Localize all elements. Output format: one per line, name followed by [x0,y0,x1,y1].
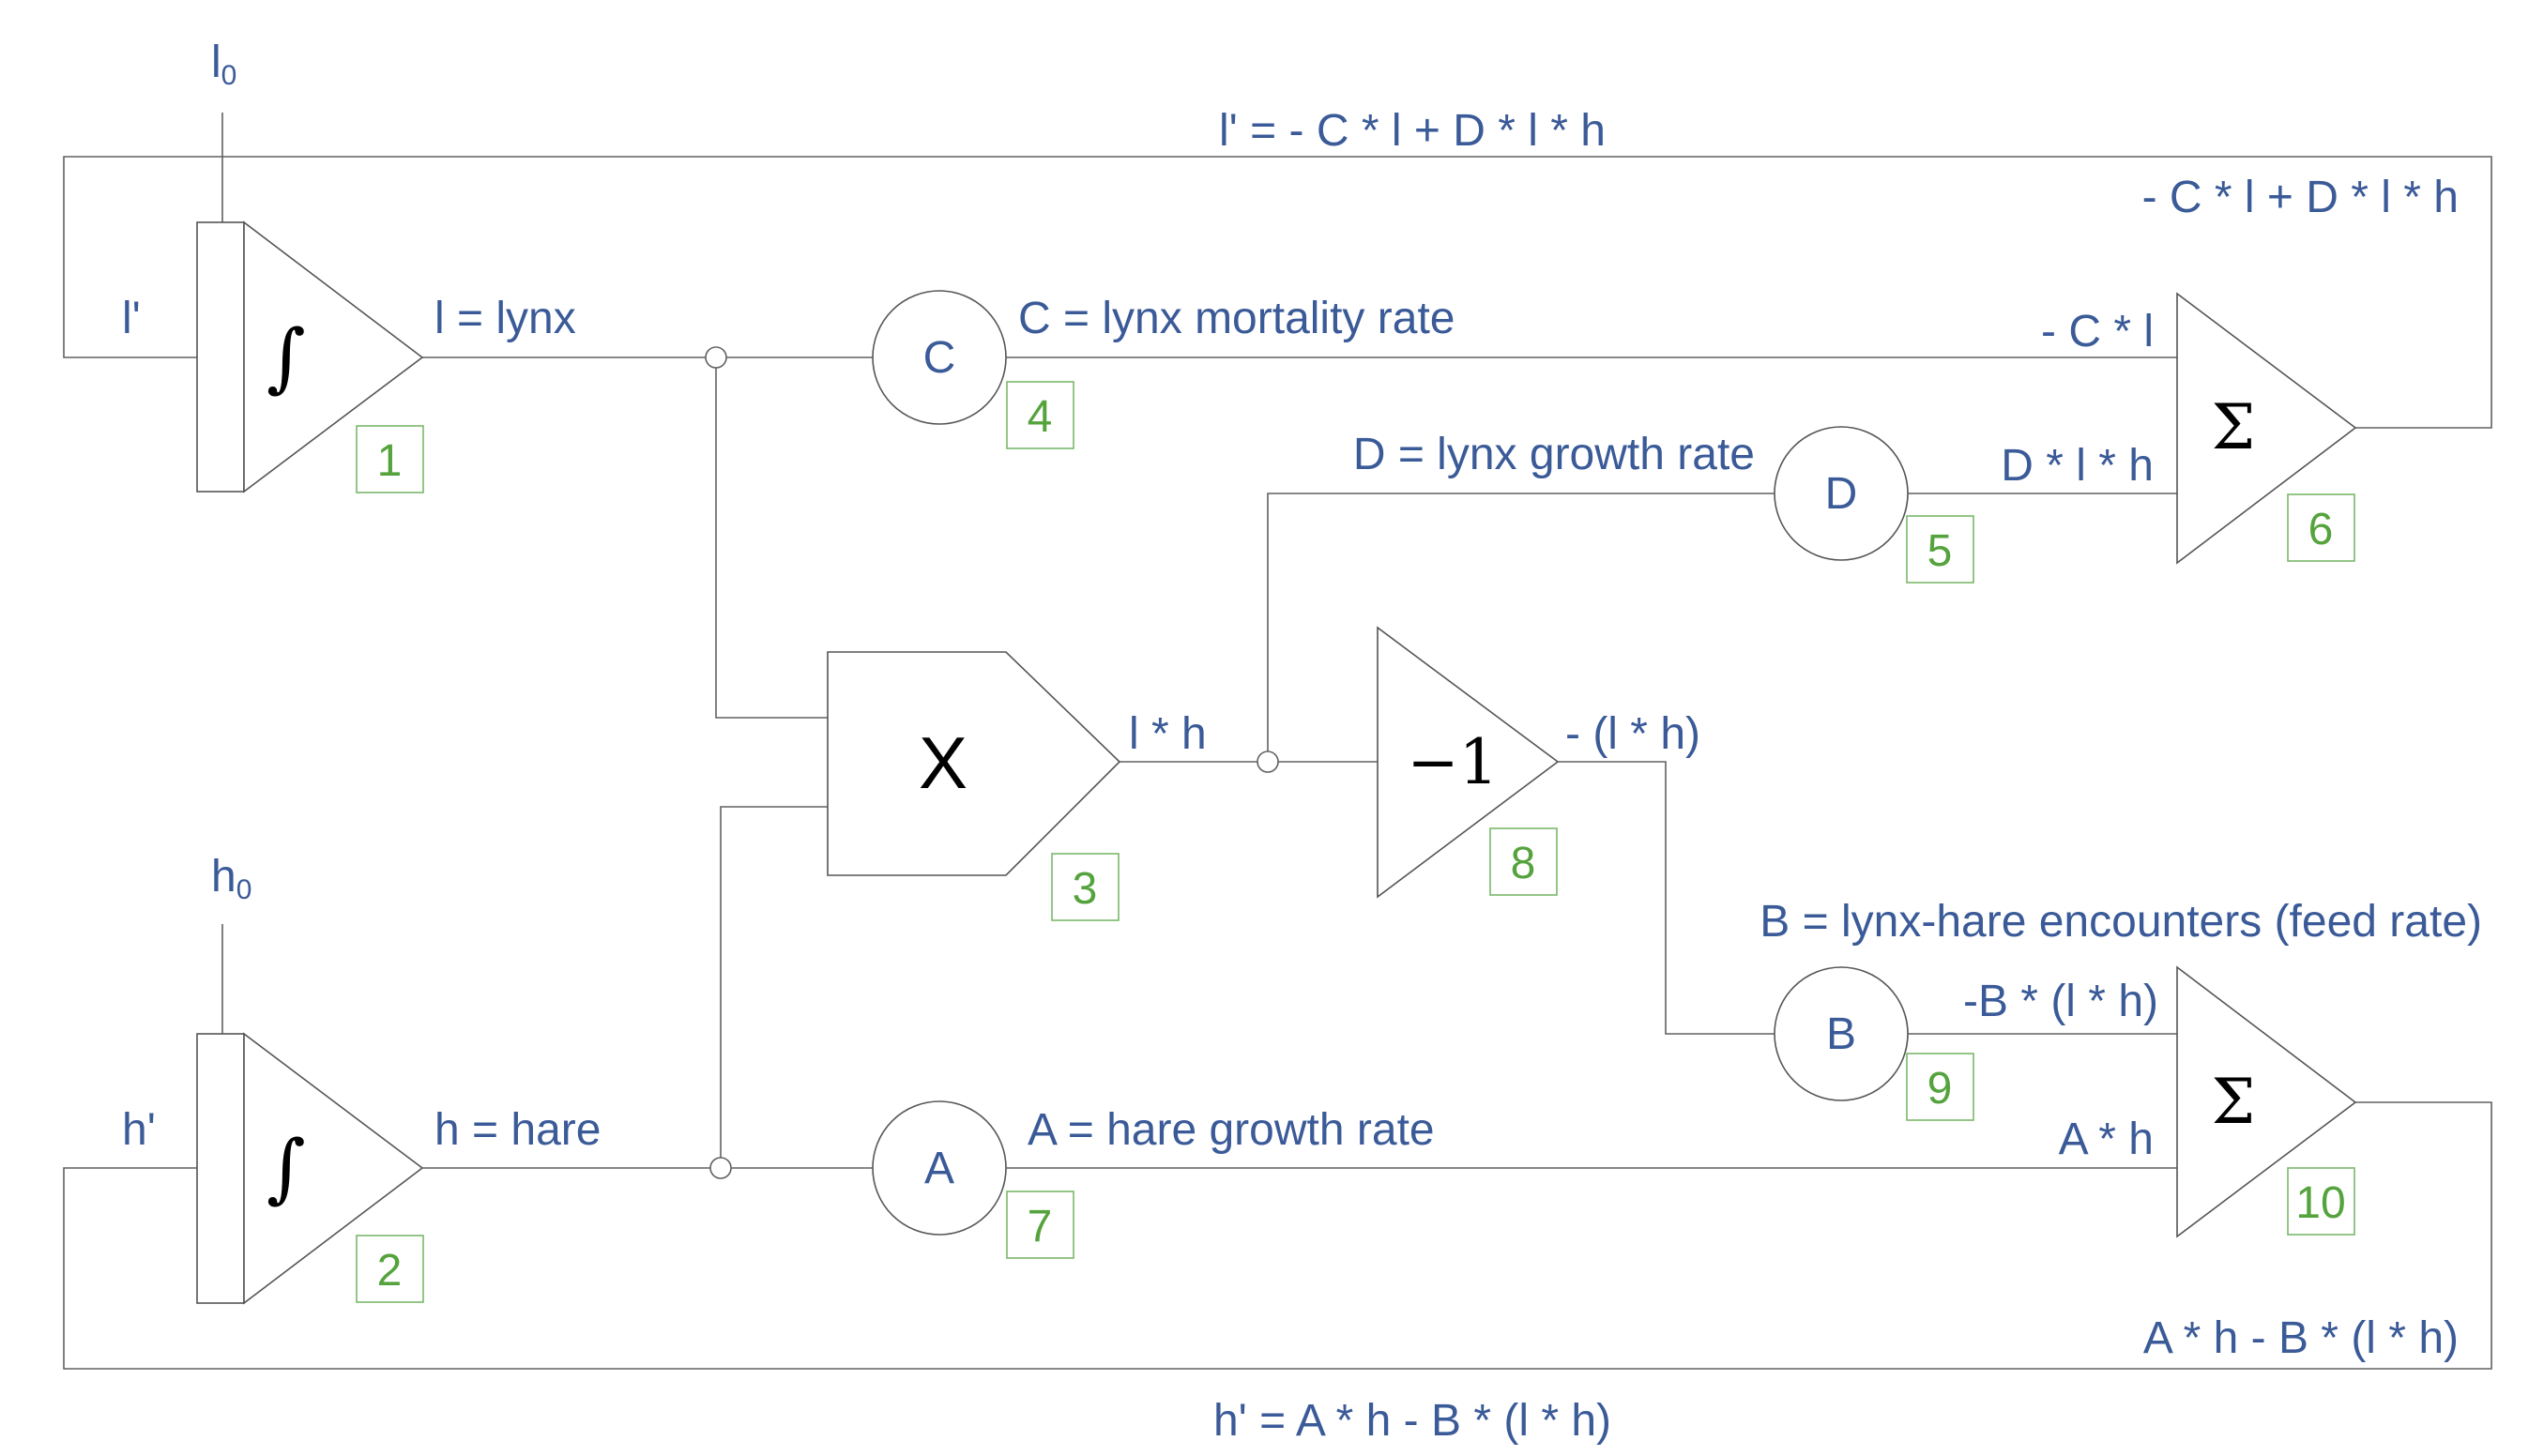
wire-lynx-feedback [63,156,2492,429]
negated-product-label: - (l * h) [1565,709,1700,759]
d-description-label: D = lynx growth rate [1353,430,1755,479]
labels: l0 h0 l' = - C * l + D * l * h - C * l +… [122,38,2482,1446]
hare-initial-sub: 0 [236,874,252,905]
gain-a-block: A [872,1100,1007,1236]
block-number-box-4 [1006,381,1074,449]
integrator-lynx-symbol: ∫ [267,313,306,401]
integrator-hare-triangle [243,1032,424,1305]
gain-b-symbol: B [1826,1009,1856,1059]
c-term-label: - C * l [2041,307,2154,356]
wire-product-to-d [1267,493,1775,762]
negate-symbol: −1 [1407,726,1498,798]
integrator-hare-ic-bar [196,1033,245,1304]
multiplier-block: X [827,651,1121,876]
wires [63,113,2492,1370]
block-number-box-9 [1906,1053,1974,1121]
sum-lynx-block: Σ [2176,292,2357,565]
block-number-9: 9 [1927,1064,1953,1114]
multiplier-shape [827,651,1121,876]
block-number-2: 2 [377,1246,403,1296]
sum-lynx-triangle [2176,292,2357,565]
gain-b-block: B [1774,966,1909,1101]
gain-d-circle [1774,426,1909,561]
sum-hare-symbol: Σ [2212,1066,2256,1138]
gain-a-circle [872,1100,1007,1236]
block-number-3: 3 [1073,864,1098,914]
block-number-box-2 [356,1235,424,1303]
wire-hare-feedback [63,1101,2492,1370]
integrator-lynx-block: ∫ [196,220,424,493]
block-number-4: 4 [1028,392,1053,442]
product-label: l * h [1129,709,1207,759]
c-description-label: C = lynx mortality rate [1018,294,1455,343]
sum-lynx-symbol: Σ [2212,391,2256,463]
multiplier-symbol: X [919,721,967,804]
integrator-lynx-ic-bar [196,221,245,493]
block-number-10: 10 [2295,1178,2345,1228]
integrator-hare-block: ∫ [196,1032,424,1305]
block-numbers: 1 2 3 4 5 6 7 8 9 10 [356,381,2355,1303]
lynx-derivative-label: l' [122,294,141,343]
junction-lynx [705,346,727,369]
block-number-8: 8 [1511,839,1536,888]
lynx-initial-base: l [211,38,221,87]
b-description-label: B = lynx-hare encounters (feed rate) [1760,897,2482,947]
hare-sum-output-label: A * h - B * (l * h) [2143,1313,2459,1363]
block-number-5: 5 [1927,526,1953,576]
lynx-state-label: l = lynx [434,294,576,343]
d-term-label: D * l * h [2001,441,2154,491]
lynx-sum-output-label: - C * l + D * l * h [2142,173,2459,222]
block-number-box-6 [2287,493,2355,562]
sum-hare-triangle [2176,965,2357,1238]
integrator-hare-symbol: ∫ [267,1124,306,1211]
lynx-equation-label: l' = - C * l + D * l * h [1219,106,1606,156]
hare-initial-base: h [211,852,236,902]
hare-equation-label: h' = A * h - B * (l * h) [1213,1396,1611,1446]
a-description-label: A = hare growth rate [1028,1105,1435,1155]
hare-derivative-label: h' [122,1105,156,1155]
junction-product [1257,751,1279,773]
block-number-box-10 [2287,1167,2355,1236]
wire-hare-to-multiplier [720,806,828,1168]
gain-c-block: C [872,290,1007,425]
block-number-box-7 [1006,1191,1074,1259]
wire-lynx-to-multiplier [715,357,828,719]
block-number-box-3 [1051,853,1120,921]
block-number-box-5 [1906,515,1974,584]
block-number-1: 1 [377,436,403,486]
block-number-6: 6 [2308,505,2334,554]
gain-c-circle [872,290,1007,425]
lynx-initial-label: l0 [211,38,236,91]
junction-hare [709,1157,732,1179]
sum-hare-block: Σ [2176,965,2357,1238]
gain-c-symbol: C [923,333,956,383]
a-term-label: A * h [2059,1115,2154,1164]
integrator-lynx-triangle [243,220,424,493]
gain-d-block: D [1774,426,1909,561]
gain-d-symbol: D [1825,469,1858,519]
hare-initial-label: h0 [211,852,251,905]
gain-b-circle [1774,966,1909,1101]
hare-state-label: h = hare [434,1105,601,1155]
b-term-label: -B * (l * h) [1963,977,2158,1026]
wire-negate-to-b [1558,761,1775,1035]
negate-triangle [1377,626,1560,899]
negate-block: −1 [1377,626,1560,899]
block-number-box-1 [356,425,424,493]
gain-a-symbol: A [924,1144,954,1193]
lynx-initial-sub: 0 [221,60,237,91]
block-number-box-8 [1489,827,1558,896]
block-number-7: 7 [1028,1202,1053,1251]
